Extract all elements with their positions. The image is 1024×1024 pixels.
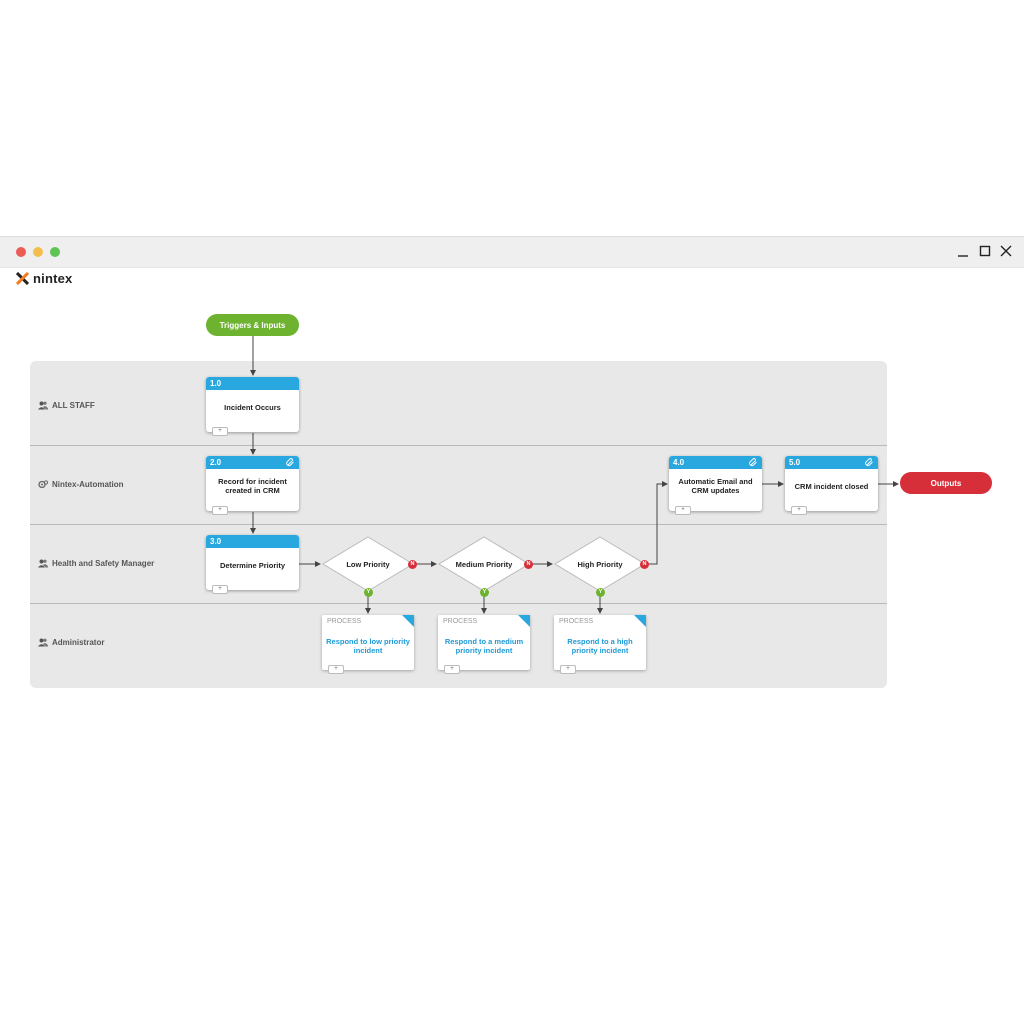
lane-label-text: ALL STAFF xyxy=(52,401,95,410)
nintex-x-icon xyxy=(16,271,29,285)
lane-divider xyxy=(30,524,887,525)
lane-label-administrator: Administrator xyxy=(38,638,104,647)
document-corner-icon xyxy=(518,615,530,627)
activity-card-2[interactable]: 2.0 Record for incident created in CRM + xyxy=(206,456,299,515)
start-triggers-inputs[interactable]: Triggers & Inputs xyxy=(206,314,299,336)
process-text: Respond to a high priority incident xyxy=(567,637,633,655)
process-card-high[interactable]: PROCESS Respond to a high priority incid… xyxy=(554,615,646,674)
expand-toggle[interactable]: + xyxy=(560,665,576,674)
activity-text: CRM incident closed xyxy=(794,481,869,491)
activity-number: 3.0 xyxy=(206,535,299,548)
nintex-logo[interactable]: nintex xyxy=(16,270,72,286)
lane-divider xyxy=(30,603,887,604)
yes-badge: Y xyxy=(364,588,373,597)
lane-label-text: Nintex-Automation xyxy=(52,480,124,489)
app-window: nintex ALL STAFF Nintex-Automation Healt… xyxy=(0,236,1024,746)
users-icon xyxy=(38,401,48,410)
attachment-icon xyxy=(865,458,873,467)
flow-connectors xyxy=(250,336,899,614)
end-label: Outputs xyxy=(930,478,962,488)
activity-number: 4.0 xyxy=(673,458,685,467)
expand-toggle[interactable]: + xyxy=(675,506,691,515)
activity-card-1[interactable]: 1.0 Incident Occurs + xyxy=(206,377,299,436)
yes-badge: Y xyxy=(596,588,605,597)
process-tag: PROCESS xyxy=(443,618,478,625)
decision-text: High Priority xyxy=(577,559,623,569)
decision-high-priority[interactable]: High Priority N Y xyxy=(554,536,649,597)
logo-text: nintex xyxy=(33,270,73,286)
start-label: Triggers & Inputs xyxy=(219,320,286,330)
lane-label-nintex-automation: Nintex-Automation xyxy=(38,480,124,489)
expand-toggle[interactable]: + xyxy=(328,665,344,674)
expand-toggle[interactable]: + xyxy=(212,585,228,594)
attachment-icon xyxy=(749,458,757,467)
process-card-medium[interactable]: PROCESS Respond to a medium priority inc… xyxy=(438,615,530,674)
end-outputs[interactable]: Outputs xyxy=(900,472,992,494)
no-badge: N xyxy=(408,560,417,569)
activity-text: Determine Priority xyxy=(219,560,286,570)
users-icon xyxy=(38,559,48,568)
expand-toggle[interactable]: + xyxy=(444,665,460,674)
lane-label-all-staff: ALL STAFF xyxy=(38,401,95,410)
minimize-icon[interactable] xyxy=(955,243,971,259)
activity-number: 2.0 xyxy=(210,458,222,467)
process-tag: PROCESS xyxy=(327,618,362,625)
decision-text: Medium Priority xyxy=(455,559,513,569)
document-corner-icon xyxy=(402,615,414,627)
maximize-icon[interactable] xyxy=(977,243,993,259)
activity-number: 1.0 xyxy=(206,377,299,390)
traffic-light-zoom[interactable] xyxy=(50,247,60,257)
lane-label-health-safety-manager: Health and Safety Manager xyxy=(38,559,154,568)
lane-divider xyxy=(30,445,887,446)
expand-toggle[interactable]: + xyxy=(212,427,228,436)
decision-medium-priority[interactable]: Medium Priority N Y xyxy=(438,536,533,597)
no-badge: N xyxy=(524,560,533,569)
no-badge: N xyxy=(640,560,649,569)
activity-text: Record for incident created in CRM xyxy=(218,477,287,495)
expand-toggle[interactable]: + xyxy=(791,506,807,515)
gears-icon xyxy=(38,480,48,489)
process-text: Respond to low priority incident xyxy=(326,637,410,655)
traffic-light-minimize[interactable] xyxy=(33,247,43,257)
activity-text: Incident Occurs xyxy=(224,402,281,412)
activity-card-4[interactable]: 4.0 Automatic Email and CRM updates + xyxy=(669,456,762,515)
expand-toggle[interactable]: + xyxy=(212,506,228,515)
users-icon xyxy=(38,638,48,647)
yes-badge: Y xyxy=(480,588,489,597)
decision-low-priority[interactable]: Low Priority N Y xyxy=(322,536,417,597)
lane-label-text: Health and Safety Manager xyxy=(52,559,155,568)
process-tag: PROCESS xyxy=(559,618,594,625)
activity-card-5[interactable]: 5.0 CRM incident closed + xyxy=(785,456,878,515)
process-text: Respond to a medium priority incident xyxy=(444,637,524,655)
lane-label-text: Administrator xyxy=(52,638,105,647)
document-corner-icon xyxy=(634,615,646,627)
activity-number: 5.0 xyxy=(789,458,801,467)
activity-text: Automatic Email and CRM updates xyxy=(678,477,753,495)
traffic-light-close[interactable] xyxy=(16,247,26,257)
title-bar xyxy=(0,236,1024,268)
process-card-low[interactable]: PROCESS Respond to low priority incident… xyxy=(322,615,414,674)
close-icon[interactable] xyxy=(998,243,1014,259)
decision-text: Low Priority xyxy=(346,559,390,569)
attachment-icon xyxy=(286,458,294,467)
activity-card-3[interactable]: 3.0 Determine Priority + xyxy=(206,535,299,594)
